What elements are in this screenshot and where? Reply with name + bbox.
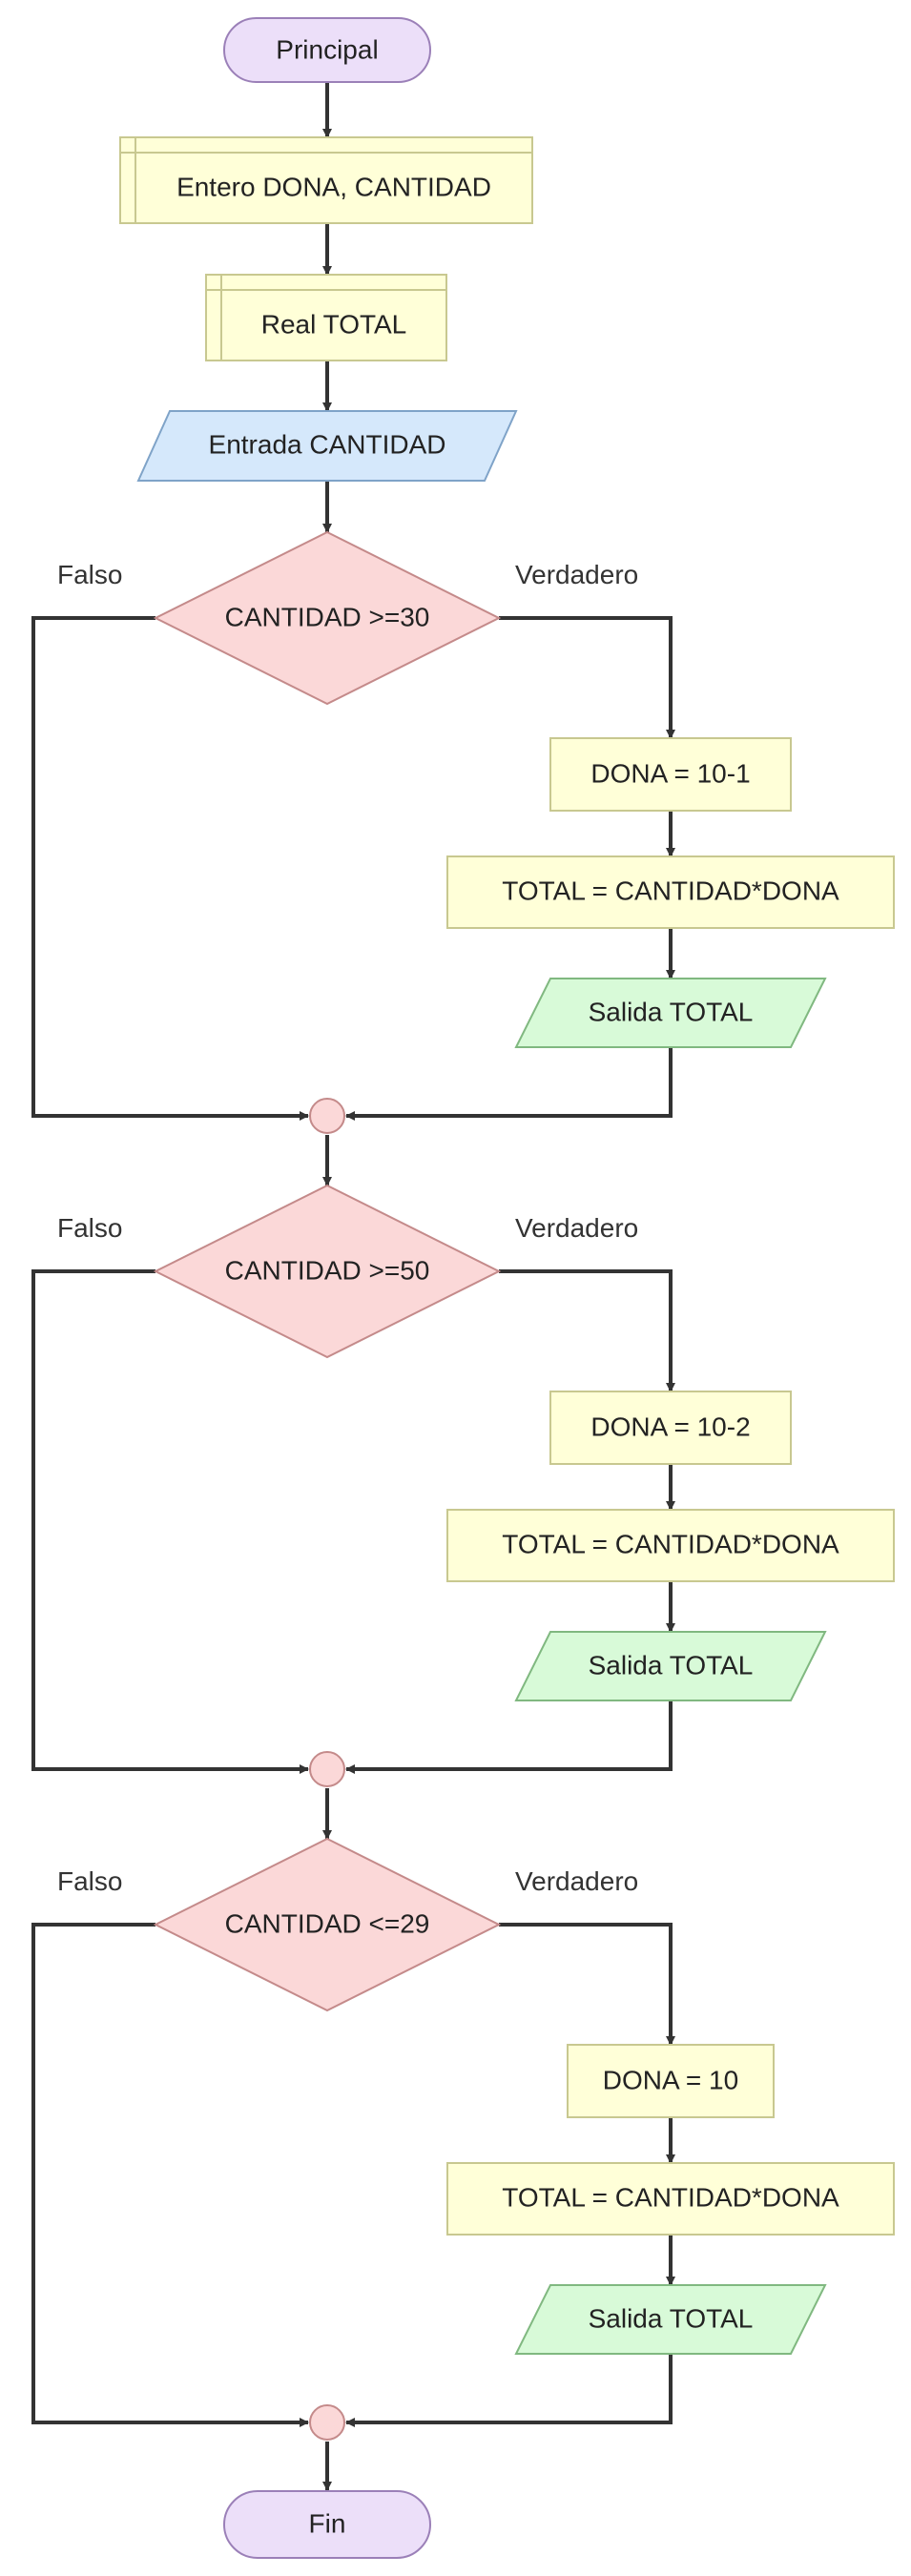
- decision-condition: CANTIDAD >=50: [225, 1255, 430, 1285]
- end-label: Fin: [309, 2508, 346, 2538]
- output-label: Salida TOTAL: [589, 1650, 754, 1680]
- true-label: Verdadero: [515, 1213, 638, 1243]
- connector-merge: [345, 1047, 673, 1121]
- connector-true: [499, 1269, 675, 1392]
- process-label: TOTAL = CANTIDAD*DONA: [502, 1529, 839, 1558]
- merge-connector: [309, 1751, 345, 1787]
- process-box: DONA = 10: [567, 2044, 775, 2118]
- process-label: DONA = 10-1: [590, 758, 750, 788]
- output-label: Salida TOTAL: [589, 997, 754, 1026]
- decision-condition: CANTIDAD >=30: [225, 602, 430, 631]
- process-label: DONA = 10: [603, 2065, 738, 2094]
- output-node: Salida TOTAL: [514, 2284, 827, 2355]
- process-box: TOTAL = CANTIDAD*DONA: [446, 2162, 895, 2236]
- declaration-label: Entero DONA, CANTIDAD: [176, 172, 491, 201]
- process-box: TOTAL = CANTIDAD*DONA: [446, 855, 895, 929]
- connector-false: [31, 1269, 309, 1774]
- connector-true: [499, 1923, 675, 2046]
- start-label: Principal: [276, 34, 378, 64]
- process-label: TOTAL = CANTIDAD*DONA: [502, 2182, 839, 2212]
- declaration-box: Entero DONA, CANTIDAD: [119, 136, 533, 224]
- declaration-label: Real TOTAL: [261, 309, 407, 339]
- end-terminal: Fin: [223, 2490, 431, 2559]
- false-label: Falso: [57, 560, 122, 589]
- process-box: TOTAL = CANTIDAD*DONA: [446, 1509, 895, 1582]
- connector-false: [31, 1923, 309, 2427]
- merge-connector: [309, 1098, 345, 1134]
- process-label: DONA = 10-2: [590, 1412, 750, 1441]
- connector-false: [31, 616, 309, 1121]
- input-label: Entrada CANTIDAD: [209, 429, 446, 459]
- connector-merge: [345, 2354, 673, 2427]
- true-label: Verdadero: [515, 560, 638, 589]
- terminal-shape: [223, 2490, 431, 2559]
- decision-node: CANTIDAD >=50: [153, 1184, 502, 1359]
- decision-condition: CANTIDAD <=29: [225, 1908, 430, 1938]
- process-label: TOTAL = CANTIDAD*DONA: [502, 876, 839, 905]
- process-box: DONA = 10-2: [549, 1391, 792, 1465]
- false-label: Falso: [57, 1866, 122, 1896]
- decision-node: CANTIDAD >=30: [153, 530, 502, 706]
- process-box: DONA = 10-1: [549, 737, 792, 812]
- input-node: Entrada CANTIDAD: [136, 410, 518, 482]
- true-label: Verdadero: [515, 1866, 638, 1896]
- output-label: Salida TOTAL: [589, 2303, 754, 2333]
- connector-merge: [345, 1700, 673, 1774]
- false-label: Falso: [57, 1213, 122, 1243]
- decision-node: CANTIDAD <=29: [153, 1837, 502, 2012]
- connector-true: [499, 616, 675, 739]
- output-node: Salida TOTAL: [514, 978, 827, 1048]
- start-terminal: Principal: [223, 17, 431, 83]
- declaration-box: Real TOTAL: [205, 274, 447, 361]
- output-node: Salida TOTAL: [514, 1631, 827, 1701]
- terminal-shape: [223, 17, 431, 83]
- merge-connector: [309, 2404, 345, 2441]
